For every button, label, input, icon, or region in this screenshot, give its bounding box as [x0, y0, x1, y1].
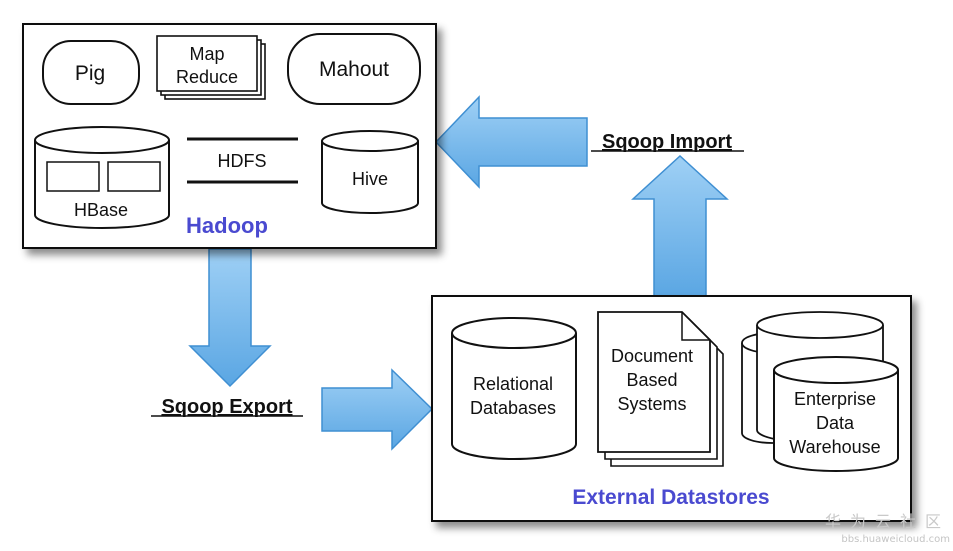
- sqoop-export-label: Sqoop Export: [161, 396, 292, 418]
- sqoop-export-down-arrow: [188, 248, 272, 388]
- document-based-systems-stack: Document Based Systems: [597, 311, 724, 467]
- warehouse-label-line1: Enterprise: [794, 389, 876, 409]
- watermark: 华为云社区 bbs.huaweicloud.com: [800, 508, 950, 545]
- map-reduce-component: Map Reduce: [156, 35, 266, 100]
- document-label-line2: Based: [626, 370, 677, 390]
- sqoop-import-label: Sqoop Import: [602, 131, 732, 153]
- enterprise-data-warehouse-cylinders: Enterprise Data Warehouse: [741, 311, 899, 472]
- map-reduce-label-line2: Reduce: [176, 67, 238, 87]
- warehouse-label-line3: Warehouse: [789, 437, 880, 457]
- relational-databases-cylinder: Relational Databases: [451, 317, 577, 460]
- watermark-main: 华为云社区: [824, 512, 950, 531]
- pig-label: Pig: [75, 62, 105, 85]
- hive-label: Hive: [352, 169, 388, 189]
- sqoop-import-up-arrow: [631, 154, 729, 299]
- document-label-line3: Systems: [617, 394, 686, 414]
- hbase-cylinder: HBase: [34, 126, 170, 229]
- mahout-component: Mahout: [287, 33, 421, 105]
- sqoop-import-left-arrow: [434, 95, 588, 189]
- pig-component: Pig: [42, 40, 140, 105]
- document-label-line1: Document: [611, 346, 693, 366]
- hbase-label: HBase: [74, 200, 128, 220]
- hdfs-component: HDFS: [187, 137, 298, 184]
- relational-label-line1: Relational: [473, 374, 553, 394]
- mahout-label: Mahout: [319, 58, 389, 81]
- map-reduce-label-line1: Map: [189, 44, 224, 64]
- hive-cylinder: Hive: [321, 130, 419, 214]
- watermark-sub: bbs.huaweicloud.com: [841, 534, 950, 545]
- hdfs-label: HDFS: [218, 151, 267, 171]
- relational-label-line2: Databases: [470, 398, 556, 418]
- external-datastores-title: External Datastores: [572, 486, 769, 509]
- hadoop-title: Hadoop: [186, 213, 268, 238]
- sqoop-export-right-arrow: [321, 368, 434, 451]
- warehouse-label-line2: Data: [816, 413, 855, 433]
